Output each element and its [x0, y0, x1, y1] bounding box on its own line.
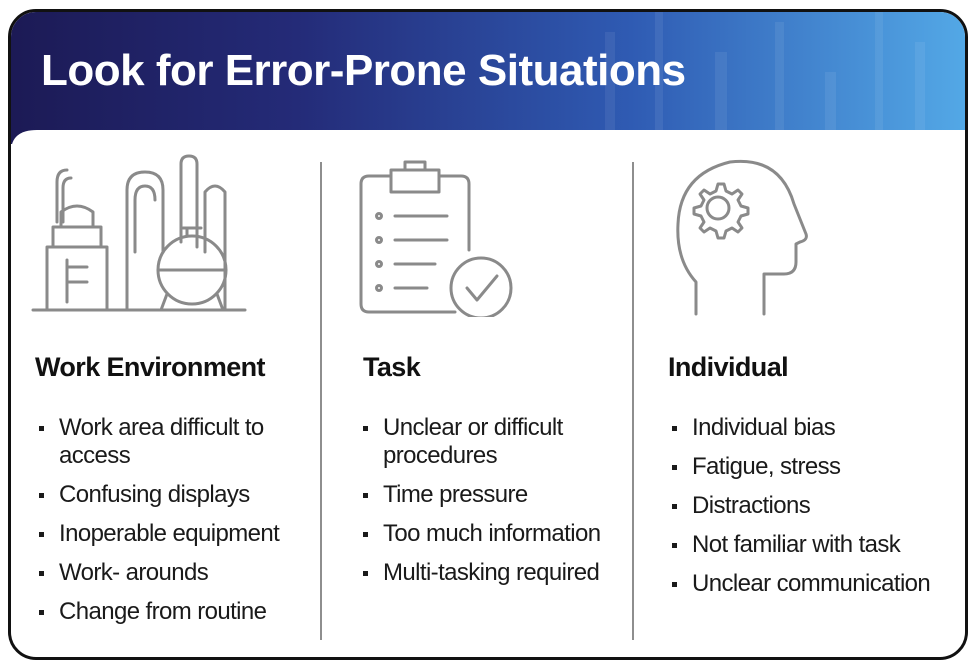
decorative-stripes	[605, 12, 925, 144]
list-item: Work area difficult to access	[37, 414, 307, 470]
info-card: Look for Error-Prone Situations	[8, 9, 968, 660]
list-item: Unclear or difficult procedures	[361, 414, 623, 470]
list-item: Not familiar with task	[670, 531, 950, 559]
list-item: Confusing displays	[37, 481, 307, 509]
column-divider	[632, 162, 634, 640]
list-item: Time pressure	[361, 481, 623, 509]
page-title: Look for Error-Prone Situations	[41, 46, 686, 95]
individual-column: Individual Individual bias Fatigue, stre…	[668, 152, 958, 597]
task-column: Task Unclear or difficult procedures Tim…	[355, 152, 627, 586]
column-heading: Task	[363, 352, 421, 382]
bullet-list: Unclear or difficult procedures Time pre…	[361, 414, 623, 587]
column-heading: Individual	[668, 352, 789, 382]
bullet-list: Work area difficult to access Confusing …	[37, 414, 307, 626]
column-divider	[320, 162, 322, 640]
list-item: Too much information	[361, 520, 623, 548]
list-item: Distractions	[670, 492, 950, 520]
work-environment-column: Work Environment Work area difficult to …	[27, 152, 317, 625]
list-item: Fatigue, stress	[670, 453, 950, 481]
header-curve	[11, 130, 965, 186]
industrial-plant-icon	[31, 154, 247, 312]
list-item: Unclear communication	[670, 570, 950, 598]
list-item: Multi-tasking required	[361, 559, 623, 587]
clipboard-checklist-icon	[359, 160, 513, 317]
list-item: Change from routine	[37, 598, 307, 626]
bullet-list: Individual bias Fatigue, stress Distract…	[670, 414, 950, 598]
column-heading: Work Environment	[35, 352, 266, 382]
list-item: Work- arounds	[37, 559, 307, 587]
list-item: Individual bias	[670, 414, 950, 442]
list-item: Inoperable equipment	[37, 520, 307, 548]
header-banner: Look for Error-Prone Situations	[11, 12, 965, 144]
head-gear-icon	[676, 159, 808, 316]
